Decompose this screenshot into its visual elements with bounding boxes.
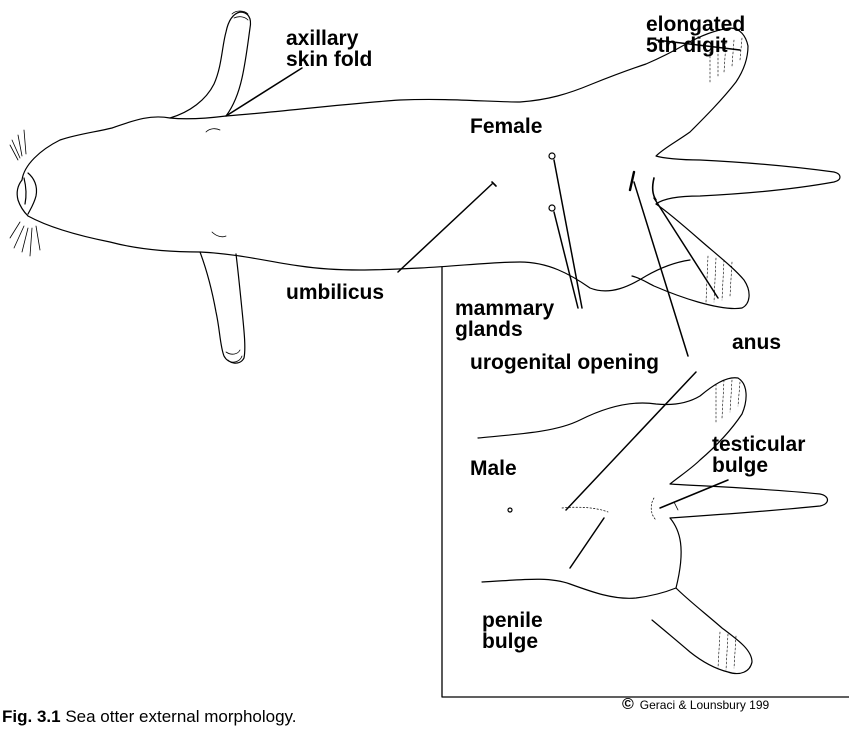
label-elongated-5th-digit: elongated 5th digit xyxy=(646,14,745,56)
label-anus: anus xyxy=(732,332,781,353)
copyright-text: Geraci & Lounsbury 199 xyxy=(640,698,769,712)
female-body-outline xyxy=(10,11,840,363)
label-testicular-bulge: testicular bulge xyxy=(712,434,805,476)
figure-caption-text: Sea otter external morphology. xyxy=(65,707,296,726)
figure-caption: Fig. 3.1 Sea otter external morphology. xyxy=(2,707,297,727)
label-male: Male xyxy=(470,458,517,479)
label-female: Female xyxy=(470,116,542,137)
label-urogenital-opening: urogenital opening xyxy=(470,352,659,373)
copyright-notice: © Geraci & Lounsbury 199 xyxy=(622,696,769,714)
label-axillary-skin-fold: axillary skin fold xyxy=(286,28,372,70)
copyright-symbol: © xyxy=(622,696,634,713)
label-mammary-glands: mammary glands xyxy=(455,298,554,340)
label-penile-bulge: penile bulge xyxy=(482,610,543,652)
figure-number: Fig. 3.1 xyxy=(2,707,61,726)
label-umbilicus: umbilicus xyxy=(286,282,384,303)
